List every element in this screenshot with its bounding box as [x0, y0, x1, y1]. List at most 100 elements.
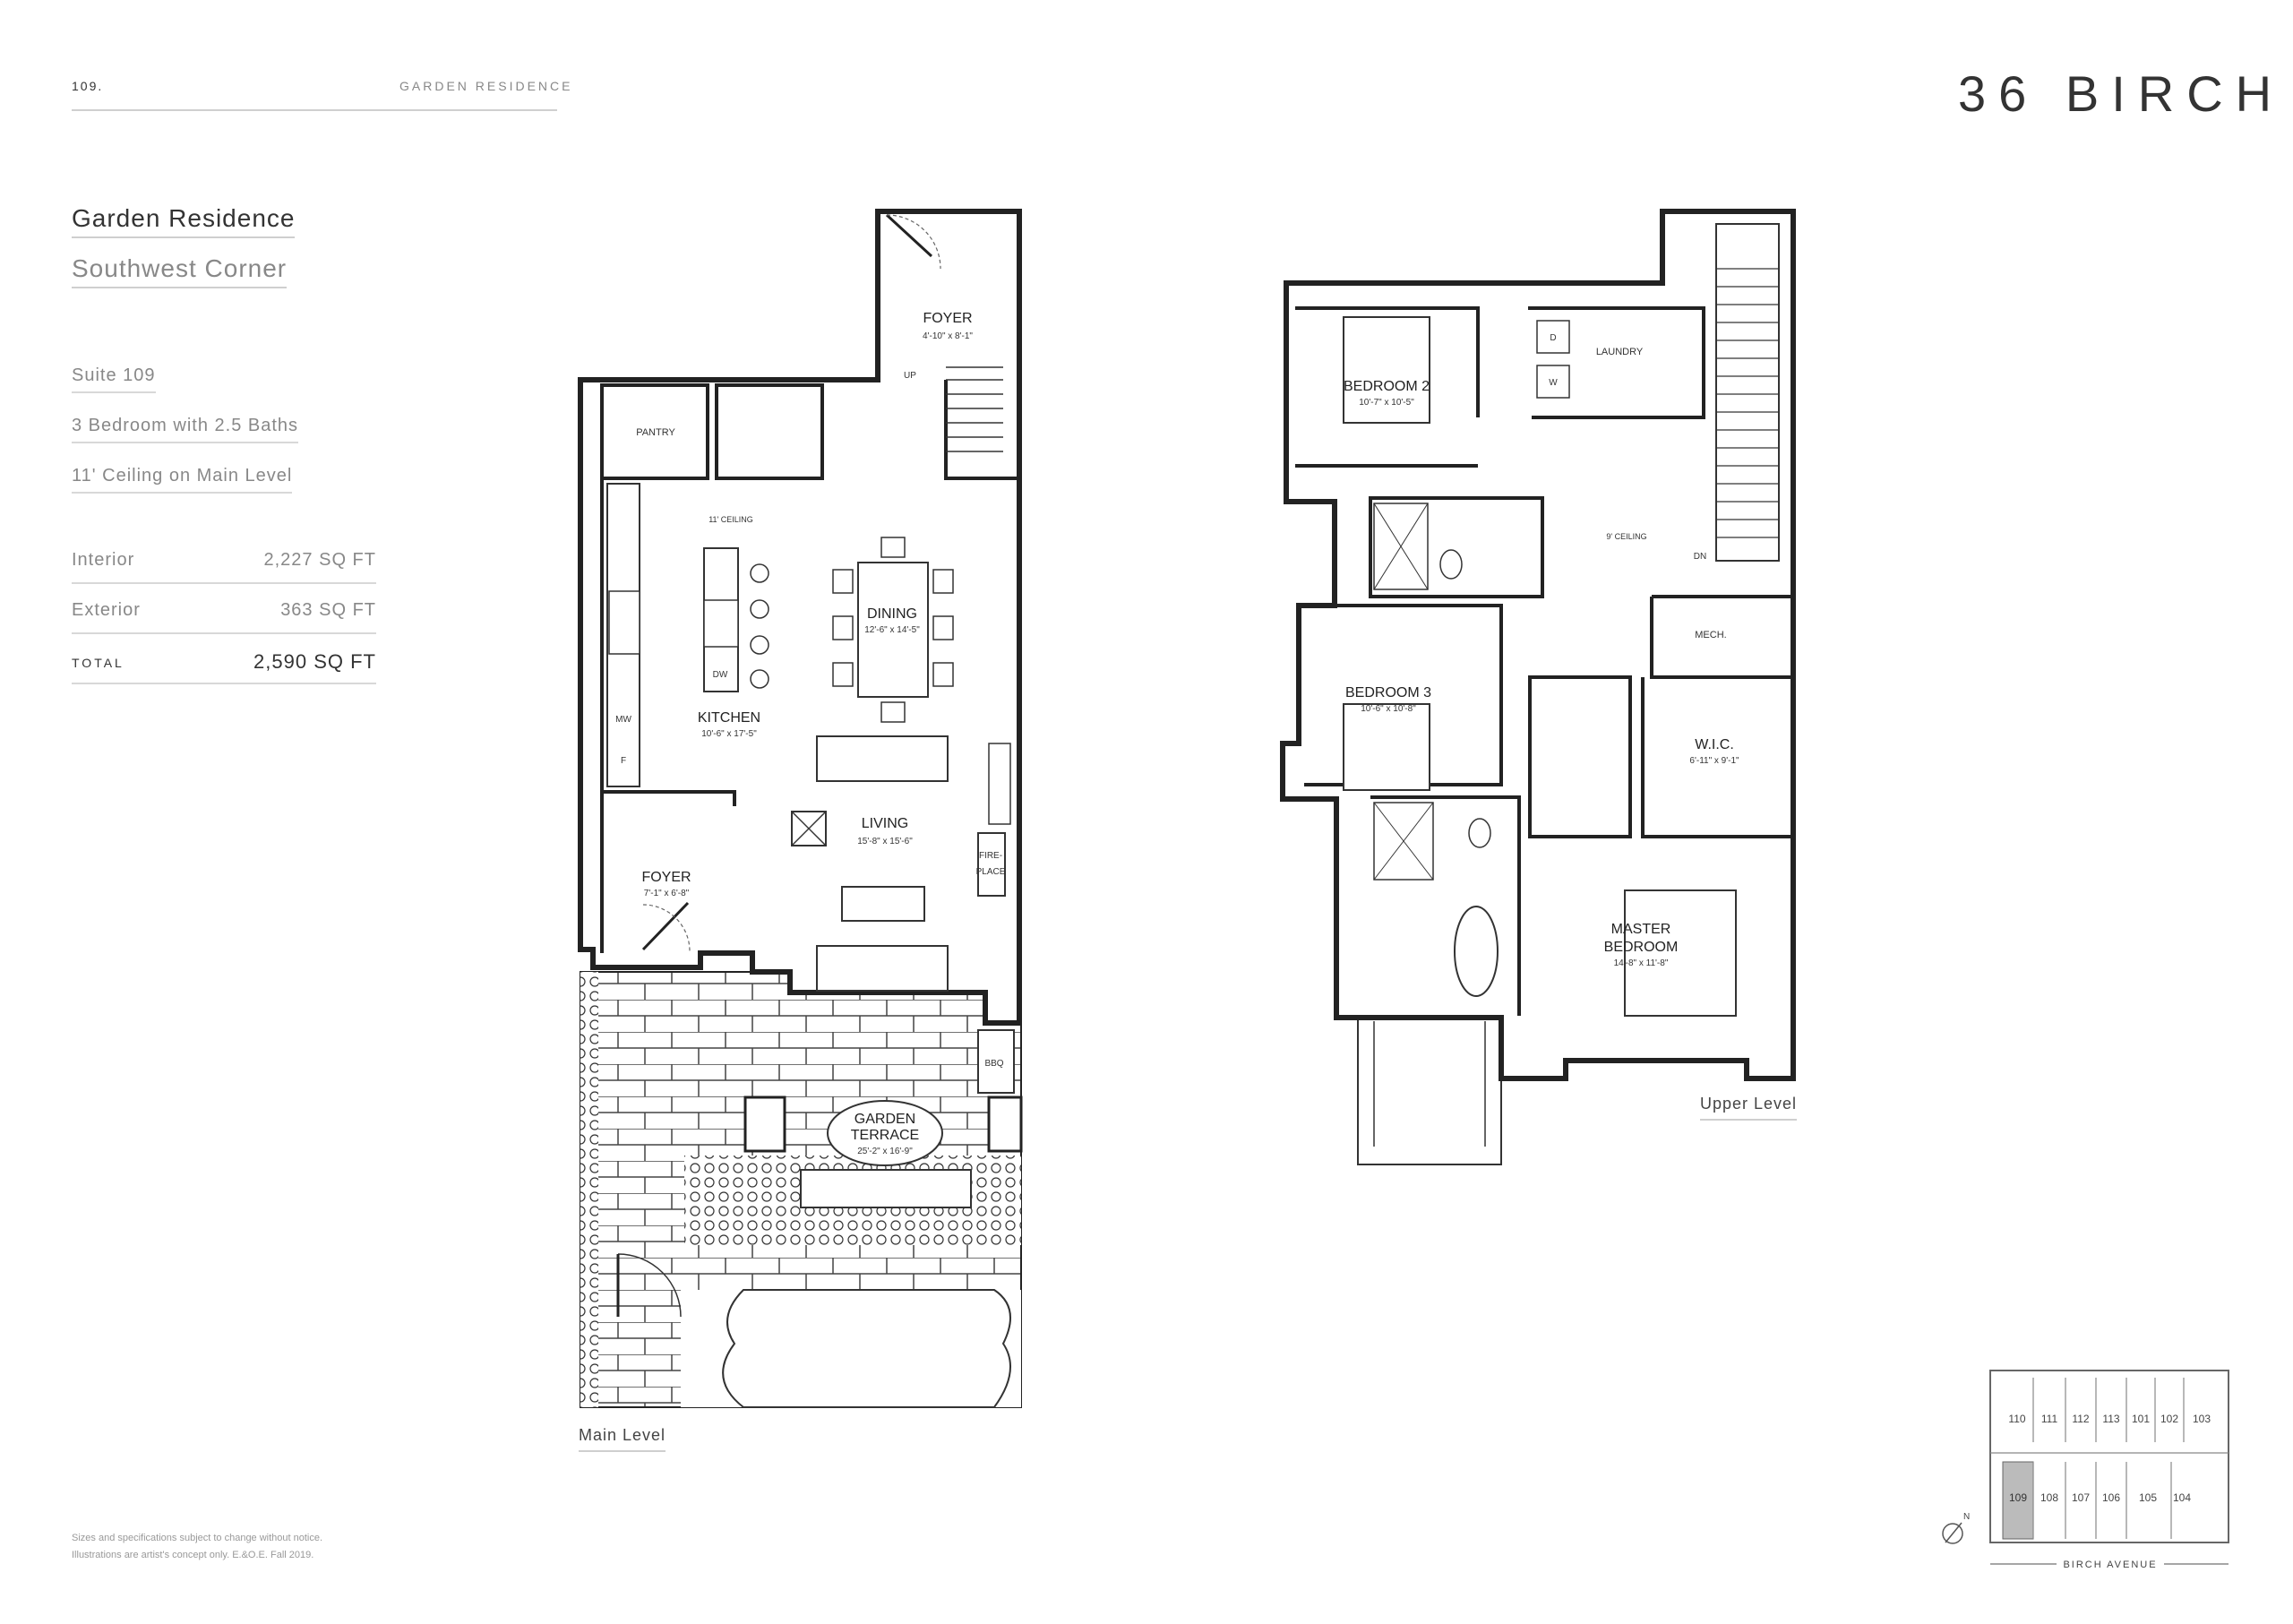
- room-name-kitchen: KITCHEN: [698, 710, 760, 726]
- upper-stairs: [1715, 223, 1780, 562]
- dryer-label: D: [1550, 333, 1556, 343]
- wic-walls: [1641, 677, 1793, 838]
- suite-subtitle: Southwest Corner: [72, 254, 288, 288]
- stair-up-label: UP: [904, 371, 916, 381]
- spec-bedrooms: 3 Bedroom with 2.5 Baths: [72, 416, 299, 443]
- fireplace-label-1: FIRE-: [979, 851, 1002, 861]
- closet-walls: [1528, 675, 1632, 838]
- street-label-bg: [2057, 1555, 2164, 1573]
- upper-level-plan: BEDROOM 2 10'-7" x 10'-5" LAUNDRY D W 9'…: [1280, 209, 1796, 1165]
- washer-label: W: [1549, 378, 1558, 388]
- tree-canopy: [722, 1289, 1011, 1408]
- coffee-table: [841, 886, 925, 922]
- room-dims-dining: 12'-6" x 14'-5": [864, 625, 920, 635]
- area-value: 2,227 SQ FT: [263, 550, 376, 570]
- fridge-label: F: [621, 756, 626, 766]
- dining-table: [857, 562, 929, 698]
- fireplace: [977, 832, 1006, 897]
- microwave-label: MW: [615, 715, 631, 725]
- header-divider: [72, 109, 557, 111]
- upper-ceiling-note: 9' CEILING: [1606, 532, 1646, 541]
- area-total: TOTAL 2,590 SQ FT: [72, 650, 376, 684]
- room-name-garden-1: GARDEN: [855, 1112, 915, 1127]
- area-exterior: Exterior 363 SQ FT: [72, 600, 376, 634]
- main-level-plan: FOYER 4'-10" x 8'-1" PANTRY 11' CEILING …: [578, 209, 1023, 1408]
- room-dims-bedroom2: 10'-7" x 10'-5": [1359, 398, 1414, 408]
- room-dims-kitchen: 10'-6" x 17'-5": [701, 729, 757, 739]
- fireplace-label-2: PLACE: [976, 867, 1006, 877]
- room-pantry: PANTRY: [636, 427, 675, 438]
- stair-wall: [944, 380, 1019, 480]
- room-mech: MECH.: [1695, 630, 1726, 640]
- page-number: 109.: [72, 79, 104, 93]
- entry-door: [885, 213, 933, 258]
- street-label: BIRCH AVENUE: [2063, 1560, 2157, 1570]
- room-laundry: LAUNDRY: [1596, 347, 1644, 357]
- keyplan-grid: [1990, 1378, 2229, 1539]
- unit-102: 102: [2160, 1413, 2178, 1425]
- unit-112: 112: [2072, 1413, 2089, 1425]
- bathtub: [1454, 906, 1499, 997]
- bath2-walls: [1369, 496, 1544, 598]
- dryer: [1536, 320, 1570, 354]
- room-name-bedroom3: BEDROOM 3: [1345, 685, 1431, 700]
- room-dims-garden: 25'-2" x 16'-9": [857, 1147, 913, 1156]
- garden-pillar-left: [743, 1096, 786, 1153]
- area-label: Interior: [72, 550, 135, 570]
- front-door: [641, 901, 690, 951]
- bed-bedroom3: [1343, 703, 1430, 791]
- powder-room-walls: [715, 383, 824, 480]
- spec-ceiling: 11' Ceiling on Main Level: [72, 466, 293, 494]
- area-value: 2,590 SQ FT: [253, 650, 376, 673]
- brand-logo: 36 BIRCH: [1958, 65, 2285, 122]
- front-door-swing: [642, 904, 691, 952]
- room-name-foyer-top: FOYER: [923, 311, 972, 326]
- sofa-upper: [816, 735, 949, 782]
- garden-sofa: [800, 1169, 972, 1208]
- bbq-label: BBQ: [984, 1059, 1003, 1069]
- room-dims-wic: 6'-11" x 9'-1": [1689, 756, 1739, 766]
- bed-master: [1624, 889, 1737, 1017]
- area-interior: Interior 2,227 SQ FT: [72, 550, 376, 584]
- room-dims-foyer-bottom: 7'-1" x 6'-8": [644, 889, 690, 898]
- media-unit: [988, 743, 1011, 825]
- room-name-garden-2: TERRACE: [851, 1128, 919, 1143]
- room-name-master-2: BEDROOM: [1604, 940, 1679, 955]
- unit-104: 104: [2173, 1491, 2191, 1504]
- toilet-2: [1439, 549, 1463, 580]
- unit-105: 105: [2139, 1491, 2157, 1504]
- ceiling-note: 11' CEILING: [709, 515, 753, 524]
- main-outer-wall: [578, 209, 1022, 1026]
- cooktop: [608, 590, 640, 655]
- pantry-walls: [600, 383, 709, 480]
- disclaimer: Sizes and specifications subject to chan…: [72, 1533, 323, 1560]
- balcony: [1357, 1017, 1502, 1165]
- room-name-master-1: MASTER: [1611, 922, 1671, 937]
- main-level-caption: Main Level: [579, 1426, 666, 1452]
- room-dims-master: 14'-8" x 11'-8": [1614, 958, 1669, 968]
- main-stairs: [946, 366, 1003, 452]
- unit-103: 103: [2193, 1413, 2211, 1425]
- area-label: TOTAL: [72, 656, 125, 670]
- north-label: N: [1963, 1512, 1970, 1522]
- area-value: 363 SQ FT: [280, 600, 376, 620]
- toilet-master: [1468, 818, 1491, 848]
- sofa-lower: [816, 945, 949, 992]
- unit-107: 107: [2072, 1491, 2090, 1504]
- stair-down-label: DN: [1694, 552, 1706, 562]
- unit-101: 101: [2132, 1413, 2150, 1425]
- bedroom2-walls: [1295, 306, 1480, 468]
- washer: [1536, 365, 1570, 399]
- stool: [750, 563, 769, 583]
- unit-111: 111: [2041, 1413, 2058, 1425]
- room-dims-foyer-top: 4'-10" x 8'-1": [923, 331, 973, 341]
- unit-113: 113: [2102, 1413, 2119, 1425]
- unit-106: 106: [2102, 1491, 2120, 1504]
- keyplan-highlight: [2002, 1461, 2034, 1540]
- suite-title: Garden Residence: [72, 204, 296, 238]
- stool: [750, 669, 769, 689]
- garden-edge-left: [580, 972, 598, 1407]
- gate-swing: [617, 1253, 682, 1318]
- kitchen-wall: [600, 478, 736, 806]
